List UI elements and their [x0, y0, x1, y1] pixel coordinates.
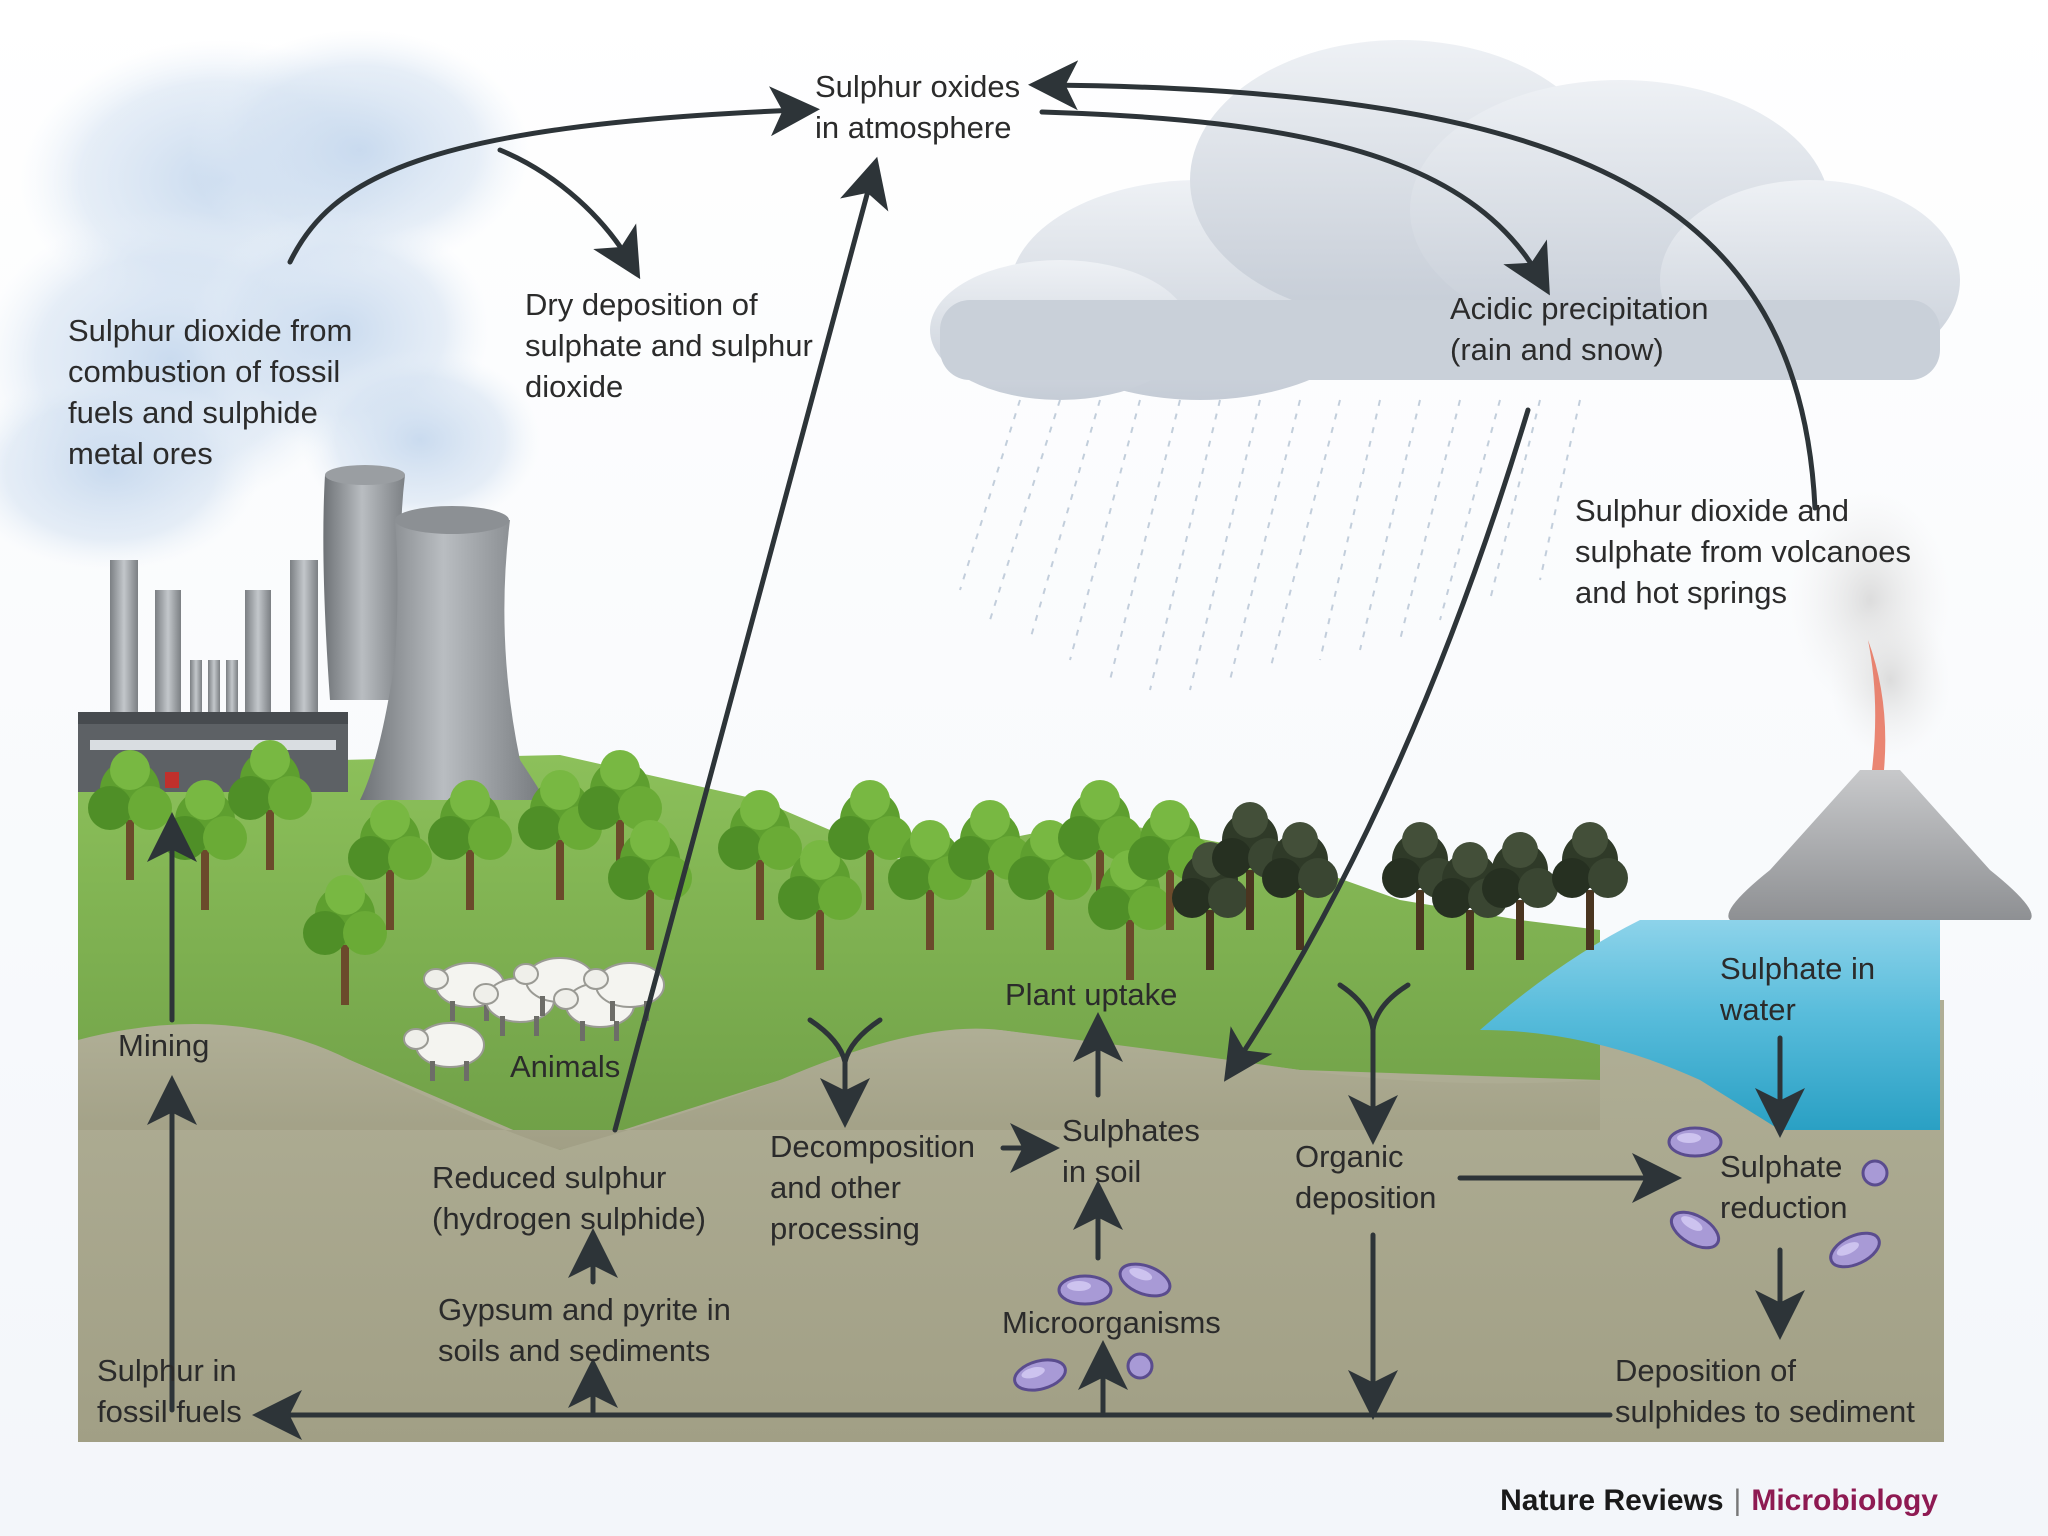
water-body: [1480, 920, 1940, 1130]
label-plant-uptake: Plant uptake: [1005, 974, 1177, 1015]
label-line: sulphate from volcanoes: [1575, 534, 1912, 569]
label-line: water: [1720, 992, 1796, 1027]
bacteria-icon: [1009, 1126, 1889, 1397]
label-line: (hydrogen sulphide): [432, 1201, 707, 1236]
rain-icon: [959, 399, 1581, 691]
label-sulphate-reduction: Sulphate reduction: [1720, 1146, 1848, 1228]
label-fossil-fuels: Sulphur in fossil fuels: [97, 1350, 242, 1432]
volcano-plume-icon: [1790, 490, 1950, 770]
label-line: Decomposition: [770, 1129, 976, 1164]
label-line: Gypsum and pyrite in: [438, 1292, 731, 1327]
label-line: Acidic precipitation: [1450, 291, 1709, 326]
label-decomposition: Decomposition and other processing: [770, 1126, 975, 1249]
label-microorganisms: Microorganisms: [1002, 1302, 1221, 1343]
factory-icon: [78, 560, 348, 792]
label-line: reduction: [1720, 1190, 1848, 1225]
label-combustion: Sulphur dioxide from combustion of fossi…: [68, 310, 352, 474]
label-line: Animals: [510, 1049, 621, 1084]
journal-credit: Nature Reviews | Microbiology: [1500, 1484, 1938, 1518]
label-line: Sulphate in: [1720, 951, 1876, 986]
label-line: Sulphur dioxide and: [1575, 493, 1850, 528]
label-line: fossil fuels: [97, 1394, 242, 1429]
label-reduced-sulphur: Reduced sulphur (hydrogen sulphide): [432, 1157, 706, 1239]
credit-subject: Microbiology: [1751, 1484, 1938, 1517]
label-line: soils and sediments: [438, 1333, 711, 1368]
label-animals: Animals: [510, 1046, 620, 1087]
label-line: Deposition of: [1615, 1353, 1796, 1388]
label-line: sulphides to sediment: [1615, 1394, 1915, 1429]
label-atmosphere: Sulphur oxides in atmosphere: [815, 66, 1020, 148]
label-line: combustion of fossil: [68, 354, 341, 389]
cycle-arrows: [147, 60, 1818, 1440]
label-line: and hot springs: [1575, 575, 1787, 610]
label-line: Mining: [118, 1028, 210, 1063]
volcano-icon: [1728, 770, 2032, 920]
label-line: (rain and snow): [1450, 332, 1664, 367]
arrow-combustion-to-atmosphere: [287, 86, 820, 265]
cooling-tower-icon: [323, 465, 545, 800]
arrow-volcano-to-atmosphere: [1028, 60, 1818, 511]
arrow-dry-deposition: [497, 147, 641, 280]
credit-journal: Nature Reviews: [1500, 1484, 1724, 1517]
label-organic-deposition: Organic deposition: [1295, 1136, 1436, 1218]
label-line: Microorganisms: [1002, 1305, 1221, 1340]
label-line: Sulphur oxides: [815, 69, 1021, 104]
label-line: sulphate and sulphur: [525, 328, 813, 363]
label-line: in atmosphere: [815, 110, 1012, 145]
arrow-reduced-sulphur-to-atmosphere: [612, 156, 889, 1133]
label-gypsum-pyrite: Gypsum and pyrite in soils and sediments: [438, 1289, 731, 1371]
label-line: metal ores: [68, 436, 213, 471]
label-dry-deposition: Dry deposition of sulphate and sulphur d…: [525, 284, 813, 407]
label-volcanoes: Sulphur dioxide and sulphate from volcan…: [1575, 490, 1911, 613]
label-sulphate-in-water: Sulphate in water: [1720, 948, 1875, 1030]
arrow-atmosphere-to-precipitation: [1039, 109, 1550, 296]
label-acidic-precipitation: Acidic precipitation (rain and snow): [1450, 288, 1708, 370]
label-mining: Mining: [118, 1025, 209, 1066]
label-sulphide-deposition: Deposition of sulphides to sediment: [1615, 1350, 1915, 1432]
label-sulphates-in-soil: Sulphates in soil: [1062, 1110, 1200, 1192]
label-line: Reduced sulphur: [432, 1160, 667, 1195]
label-line: dioxide: [525, 369, 624, 404]
label-line: and other: [770, 1170, 901, 1205]
label-line: in soil: [1062, 1154, 1142, 1189]
label-line: Dry deposition of: [525, 287, 758, 322]
label-line: processing: [770, 1211, 920, 1246]
label-line: Sulphates: [1062, 1113, 1200, 1148]
label-line: Organic: [1295, 1139, 1404, 1174]
label-line: fuels and sulphide: [68, 395, 318, 430]
label-line: deposition: [1295, 1180, 1437, 1215]
label-line: Plant uptake: [1005, 977, 1178, 1012]
credit-separator: |: [1733, 1484, 1742, 1517]
label-line: Sulphur dioxide from: [68, 313, 353, 348]
label-line: Sulphate: [1720, 1149, 1843, 1184]
label-line: Sulphur in: [97, 1353, 237, 1388]
arrow-precipitation-to-soil: [1223, 407, 1531, 1082]
